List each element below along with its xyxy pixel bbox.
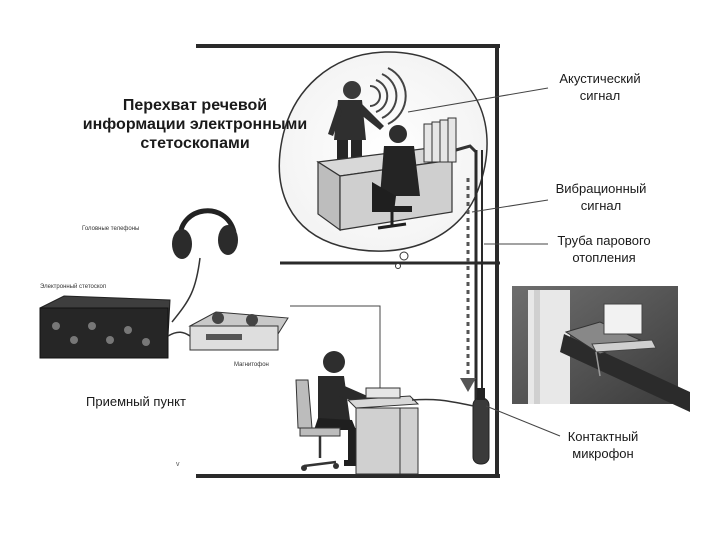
speaking-person-icon [328,81,384,179]
heating-pipe-label: Труба парового отопления [534,232,674,266]
electronic-stethoscope-icon [39,295,171,359]
contact-microphone-line-2: микрофон [572,446,634,461]
microphone-photo-inset [512,286,690,412]
title-line-3: стетоскопами [140,135,250,152]
heating-pipe-line-2: отопления [572,250,636,265]
contact-microphone-icon [472,388,490,465]
headphones-label: Головные телефоны [82,226,140,232]
contact-microphone-line-1: Контактный [567,429,639,444]
receiving-point-label: Приемный пункт [86,394,186,409]
stethoscope-label: Электронный стетоскоп [40,284,107,290]
heating-pipe-line-1: Труба парового [557,233,651,248]
office-chair-icon [295,379,341,471]
building-walls [196,44,500,478]
headphones-icon [171,208,238,323]
stray-mark: v [176,461,180,468]
title-line-2: информации электронными [82,116,308,133]
vibration-signal-line-2: сигнал [580,198,622,213]
acoustic-signal-line-2: сигнал [579,88,621,103]
recorder-label: Магнитофон [234,362,269,368]
vibration-signal-line-1: Вибрационный [555,181,647,196]
vibration-arrow [460,178,476,392]
operator-person-icon [314,351,372,466]
contact-microphone-label: Контактный микрофон [548,428,658,462]
operator-desk-icon [346,387,475,475]
title-line-1: Перехват речевой [122,97,268,114]
callout-lines [290,87,561,437]
vibration-signal-label: Вибрационный сигнал [536,180,666,214]
sound-waves-icon [369,67,407,125]
heating-pipe [474,150,483,400]
tape-recorder-icon [167,311,289,351]
acoustic-signal-label: Акустический сигнал [538,70,662,104]
acoustic-signal-line-1: Акустический [559,71,641,86]
seated-person-icon [372,125,420,230]
diagram-title: Перехват речевой информации электронными… [60,96,330,153]
